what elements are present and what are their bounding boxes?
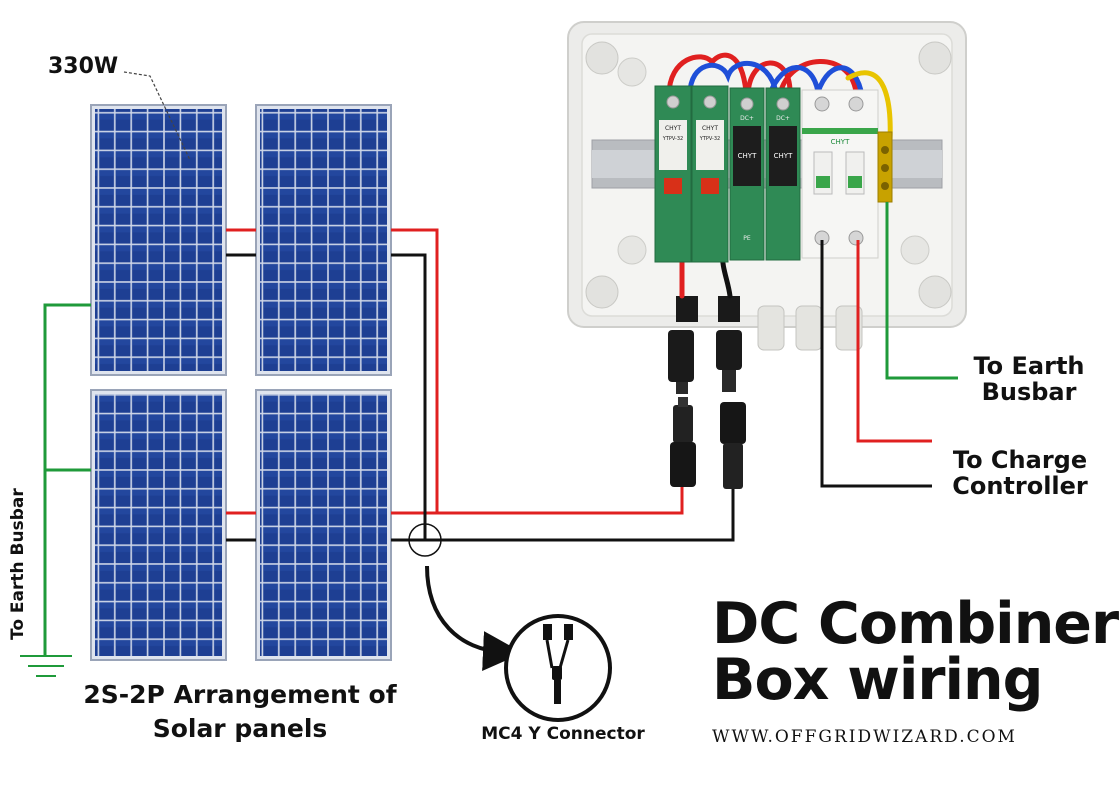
- spd-pe-label-1: PE: [743, 235, 751, 242]
- mc4-connector-label: MC4 Y Connector: [481, 724, 645, 744]
- earth-busbar-right-line1: To Earth: [973, 352, 1085, 380]
- dc-breaker: CHYT: [801, 89, 879, 259]
- box-mc4-connectors: [668, 330, 742, 394]
- fuse-brand-1: CHYT: [665, 125, 681, 132]
- breaker-brand: CHYT: [831, 138, 850, 146]
- field-mc4-connector-negative: [720, 402, 746, 489]
- earth-busbar-label-right: To Earth Busbar: [944, 353, 1114, 405]
- fuse-holder-2: CHYT YTPV-32: [691, 85, 729, 263]
- arrangement-caption: 2S-2P Arrangement of Solar panels: [60, 678, 420, 746]
- y-junction-circle: [408, 523, 442, 557]
- diagram-title-line1: DC Combiner: [712, 591, 1119, 657]
- arrangement-caption-line1: 2S-2P Arrangement of: [83, 680, 397, 709]
- solar-panel-bottom-right: [255, 389, 392, 661]
- earth-wiring-left: [43, 303, 91, 655]
- earth-busbar-label-left: To Earth Busbar: [8, 488, 28, 640]
- ground-symbol-icon: [20, 655, 72, 677]
- fuse-brand-2: CHYT: [702, 125, 718, 132]
- internal-wiring: [666, 52, 893, 299]
- charge-controller-label: To Charge Controller: [930, 447, 1110, 499]
- diagram-title-line2: Box wiring: [712, 647, 1043, 713]
- earth-busbar-right-line2: Busbar: [981, 378, 1077, 406]
- fuse-model-2: YTPV-32: [699, 136, 720, 142]
- negative-output-wire: [391, 253, 735, 542]
- arrow-to-mc4: [425, 565, 523, 672]
- charge-controller-line2: Controller: [952, 472, 1088, 500]
- arrangement-caption-line2: Solar panels: [152, 714, 328, 743]
- positive-wire-to-controller: [856, 240, 932, 443]
- negative-wire-to-controller: [820, 240, 932, 488]
- panel-power-label: 330W: [48, 54, 119, 79]
- spd-brand-2: CHYT: [774, 152, 793, 160]
- surge-protector-1: DC+ CHYT PE: [729, 87, 765, 261]
- earth-wire-right: [885, 202, 958, 380]
- solar-panel-array: [90, 104, 392, 661]
- spd-top-label-1: DC+: [740, 115, 754, 122]
- solar-panel-bottom-left: [90, 389, 227, 661]
- power-label-leader: [123, 71, 191, 161]
- field-mc4-connector-positive: [670, 397, 696, 487]
- fuse-model-1: YTPV-32: [662, 136, 683, 142]
- solar-panel-top-left: [90, 104, 227, 376]
- fuse-holder-1: CHYT YTPV-32: [654, 85, 692, 263]
- surge-protector-2: DC+ CHYT: [765, 87, 801, 261]
- diagram-title: DC Combiner Box wiring: [712, 591, 1119, 713]
- website-label: WWW.OFFGRIDWIZARD.COM: [712, 727, 1017, 747]
- spd-top-label-2: DC+: [776, 115, 790, 122]
- earth-terminal: [877, 131, 893, 203]
- mc4-y-connector-icon: [504, 614, 612, 722]
- charge-controller-line1: To Charge: [952, 446, 1088, 474]
- positive-output-wire: [391, 228, 684, 515]
- solar-panel-top-right: [255, 104, 392, 376]
- series-links: [226, 228, 256, 542]
- spd-brand-1: CHYT: [738, 152, 757, 160]
